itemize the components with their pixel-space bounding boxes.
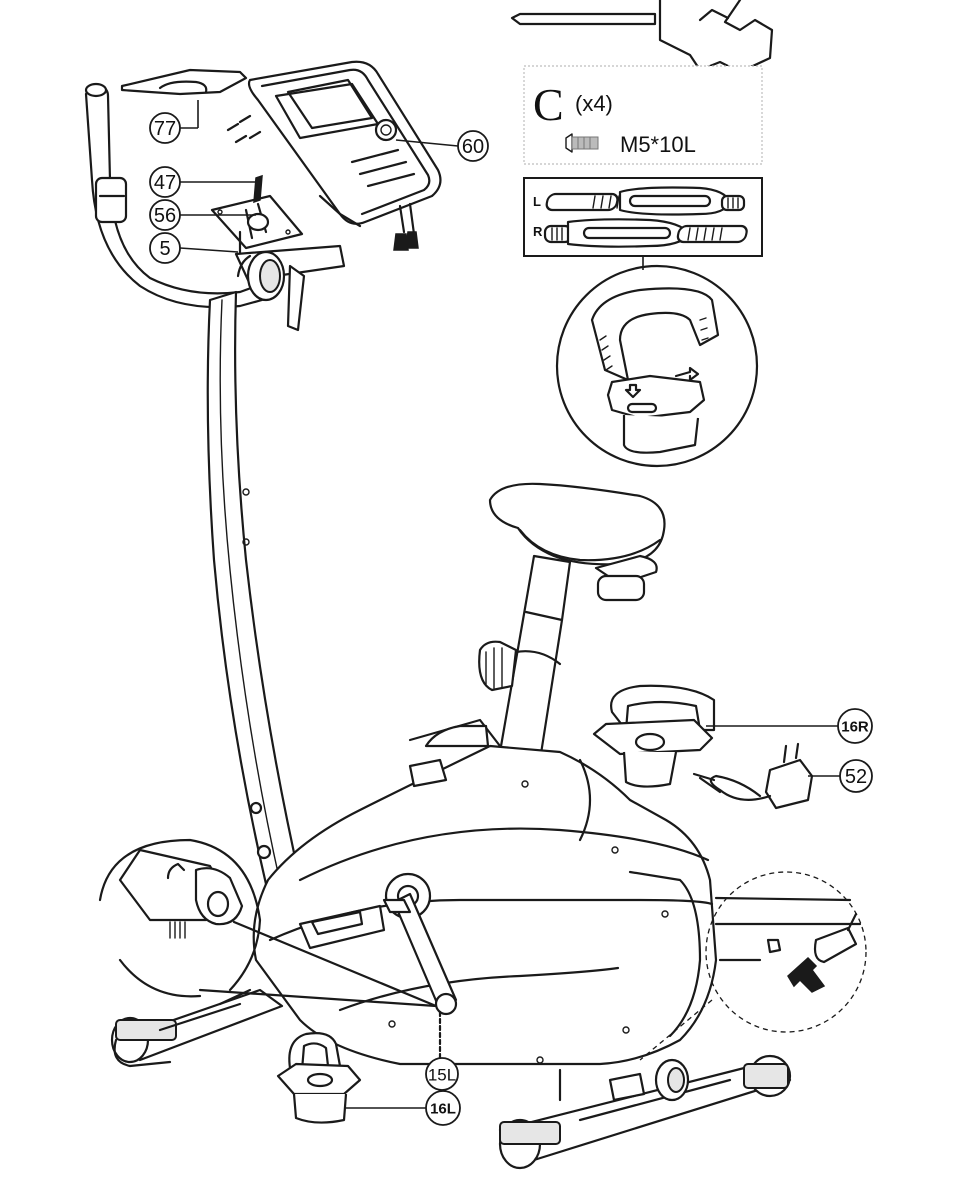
callout-60: 60 [395, 130, 489, 162]
pedal-left [276, 1032, 362, 1124]
callout-15l: 15L [425, 1057, 459, 1091]
callout-52: 52 [808, 759, 873, 793]
pivot-knob [234, 244, 346, 332]
hardware-box: C (x4) M5*10L [523, 65, 763, 165]
wrench-tool [510, 0, 774, 74]
power-adapter [692, 742, 814, 810]
mounting-bracket [210, 174, 304, 264]
power-plug-detail [639, 871, 867, 1061]
grip-cover [120, 68, 248, 96]
callout-5: 5 [149, 232, 239, 264]
pedal-strap-detail [555, 264, 759, 468]
screws [226, 114, 262, 144]
pedal-right [592, 684, 716, 788]
callout-16l: 16L [344, 1090, 461, 1126]
hardware-spec: M5*10L [620, 132, 696, 157]
seat-assembly [478, 482, 666, 762]
callout-16l-label: 16L [430, 1101, 456, 1118]
bike-body [252, 718, 718, 1066]
hardware-letter: C [533, 79, 564, 130]
callout-47: 47 [149, 166, 256, 198]
front-stabilizer [110, 988, 284, 1068]
callout-16r: 16R [706, 708, 873, 744]
callout-52-label: 52 [845, 766, 867, 788]
console [247, 60, 442, 251]
strap-right-label: R [533, 224, 543, 239]
callout-16r-label: 16R [841, 719, 869, 736]
upright-post [206, 290, 302, 886]
callout-60-label: 60 [462, 136, 484, 158]
callout-47-label: 47 [154, 172, 176, 194]
strap-left-label: L [533, 194, 541, 209]
hardware-quantity: (x4) [575, 91, 613, 116]
callout-56: 56 [149, 199, 256, 231]
pivot-detail [98, 838, 438, 1008]
screw-icon [565, 133, 599, 153]
callout-15l-label: 15L [428, 1066, 456, 1085]
handlebar [84, 82, 264, 309]
callout-5-label: 5 [159, 238, 170, 260]
rear-stabilizer [498, 1054, 792, 1170]
crank-arm [382, 872, 458, 1062]
callout-77: 77 [149, 100, 199, 144]
callout-77-label: 77 [154, 118, 176, 140]
strap-box: L R [523, 177, 763, 270]
callout-56-label: 56 [154, 205, 176, 227]
